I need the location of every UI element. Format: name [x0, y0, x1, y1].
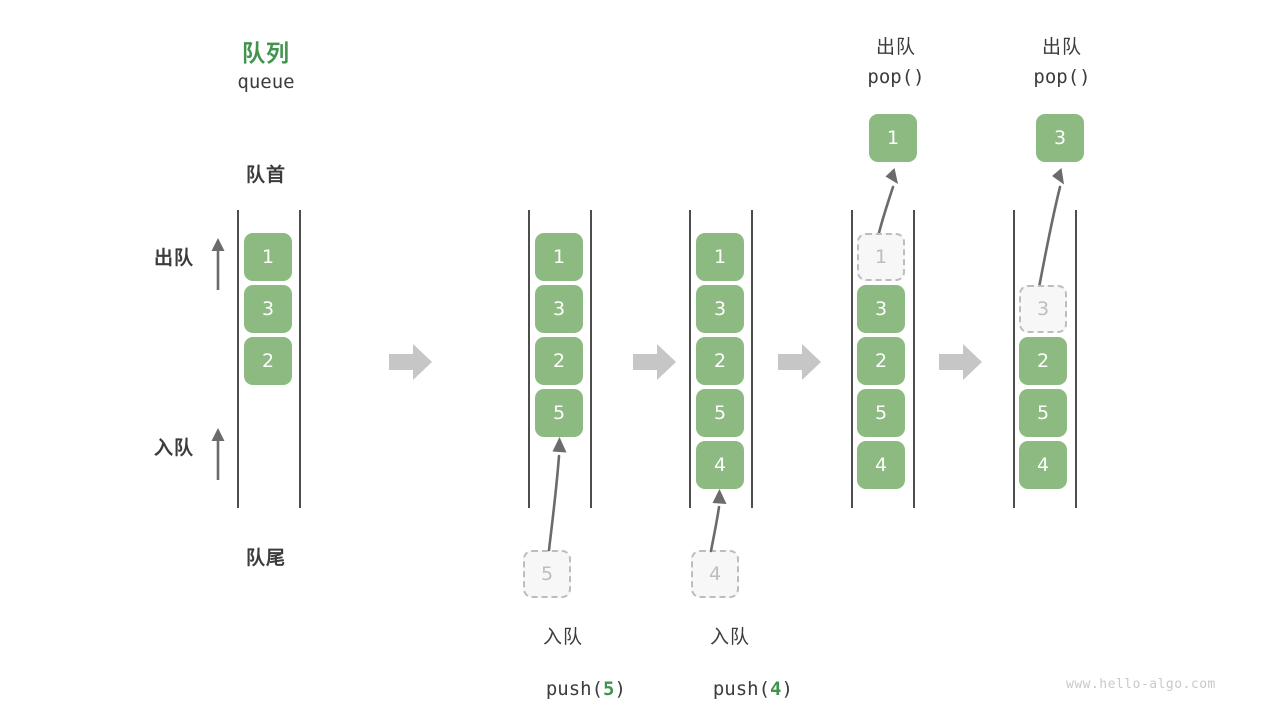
queue-rail-right — [913, 210, 915, 508]
push-motion-arrow-icon — [709, 489, 727, 553]
pop-3-label-code: pop() — [1033, 66, 1091, 88]
pop-1-label-code: pop() — [867, 66, 925, 88]
push-4-code-arg: 4 — [770, 678, 782, 700]
queue-rail-left — [237, 210, 239, 508]
popped-ghost-cell: 1 — [857, 233, 905, 281]
queue-cell: 2 — [1019, 337, 1067, 385]
site-watermark: www.hello-algo.com — [1066, 677, 1216, 692]
push-4-code-suffix: ) — [781, 678, 793, 700]
pending-push-ghost-cell: 4 — [691, 550, 739, 598]
push-4-code-prefix: push( — [712, 678, 771, 700]
connector-arrow-2 — [633, 344, 676, 380]
queue-rear-label: 队尾 — [245, 547, 286, 569]
popped-ghost-cell: 3 — [1019, 285, 1067, 333]
push-4-label-code: push(4) — [655, 656, 805, 722]
queue-cell: 5 — [1019, 389, 1067, 437]
queue-cell: 4 — [1019, 441, 1067, 489]
push-5-label-code: push(5) — [488, 656, 638, 722]
enqueue-direction-label: 入队 — [153, 437, 194, 459]
queue-cell: 1 — [244, 233, 292, 281]
queue-cell: 2 — [696, 337, 744, 385]
connector-arrow-3 — [778, 344, 821, 380]
push-5-code-suffix: ) — [614, 678, 626, 700]
queue-rail-left — [851, 210, 853, 508]
queue-cell: 5 — [696, 389, 744, 437]
queue-cell: 2 — [857, 337, 905, 385]
pending-push-ghost-cell: 5 — [523, 550, 571, 598]
queue-cell: 4 — [857, 441, 905, 489]
queue-cell: 3 — [244, 285, 292, 333]
queue-cell: 2 — [244, 337, 292, 385]
queue-rail-right — [299, 210, 301, 508]
push-motion-arrow-icon — [547, 437, 567, 552]
queue-rail-left — [1013, 210, 1015, 508]
connector-arrow-4 — [939, 344, 982, 380]
queue-cell: 5 — [857, 389, 905, 437]
pop-3-label-cn: 出队 — [1041, 36, 1082, 58]
queue-cell-new: 4 — [696, 441, 744, 489]
queue-cell: 3 — [857, 285, 905, 333]
arrow-up-icon — [211, 238, 225, 290]
push-5-label-cn: 入队 — [542, 626, 583, 648]
queue-rail-right — [1075, 210, 1077, 508]
push-5-code-prefix: push( — [545, 678, 604, 700]
queue-cell: 1 — [535, 233, 583, 281]
queue-rail-right — [751, 210, 753, 508]
queue-cell: 2 — [535, 337, 583, 385]
queue-rail-left — [528, 210, 530, 508]
push-5-code-arg: 5 — [603, 678, 615, 700]
figure-title-cn: 队列 — [242, 41, 290, 67]
queue-cell: 1 — [696, 233, 744, 281]
pop-motion-arrow-icon — [1036, 168, 1064, 295]
push-4-label-cn: 入队 — [709, 626, 750, 648]
queue-front-label: 队首 — [245, 164, 286, 186]
pop-1-label-cn: 出队 — [875, 36, 916, 58]
connector-arrow-1 — [389, 344, 432, 380]
popped-cell: 1 — [869, 114, 917, 162]
popped-cell: 3 — [1036, 114, 1084, 162]
figure-title-en: queue — [237, 71, 295, 93]
queue-cell-new: 5 — [535, 389, 583, 437]
queue-cell: 3 — [696, 285, 744, 333]
dequeue-direction-label: 出队 — [153, 247, 194, 269]
arrow-up-icon — [211, 428, 225, 480]
queue-rail-left — [689, 210, 691, 508]
queue-rail-right — [590, 210, 592, 508]
queue-cell: 3 — [535, 285, 583, 333]
